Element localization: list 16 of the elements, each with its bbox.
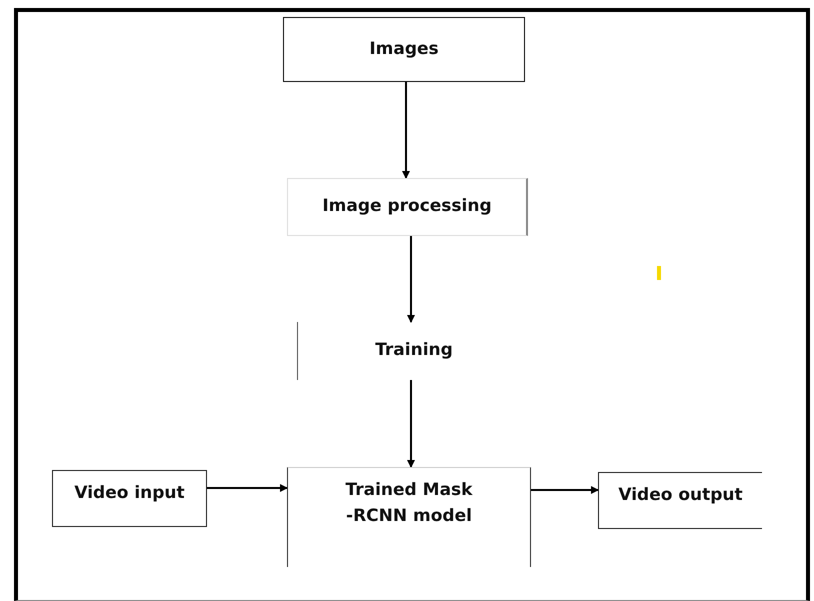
arrow <box>407 380 415 468</box>
arrow <box>407 236 415 323</box>
box-label: Video output <box>618 484 743 507</box>
arrow <box>402 82 410 179</box>
box-label: Video input <box>74 482 185 505</box>
box-label: Trained Mask -RCNN model <box>344 479 474 528</box>
arrow <box>531 486 599 494</box>
process-box <box>287 467 531 567</box>
arrow <box>207 484 288 492</box>
process-box <box>283 17 525 82</box>
process-box <box>52 470 207 527</box>
box-label: Image processing <box>322 195 492 218</box>
process-box <box>287 178 528 236</box>
process-box <box>598 472 762 529</box>
box-label: Images <box>369 38 439 61</box>
box-label: Training <box>375 339 453 362</box>
